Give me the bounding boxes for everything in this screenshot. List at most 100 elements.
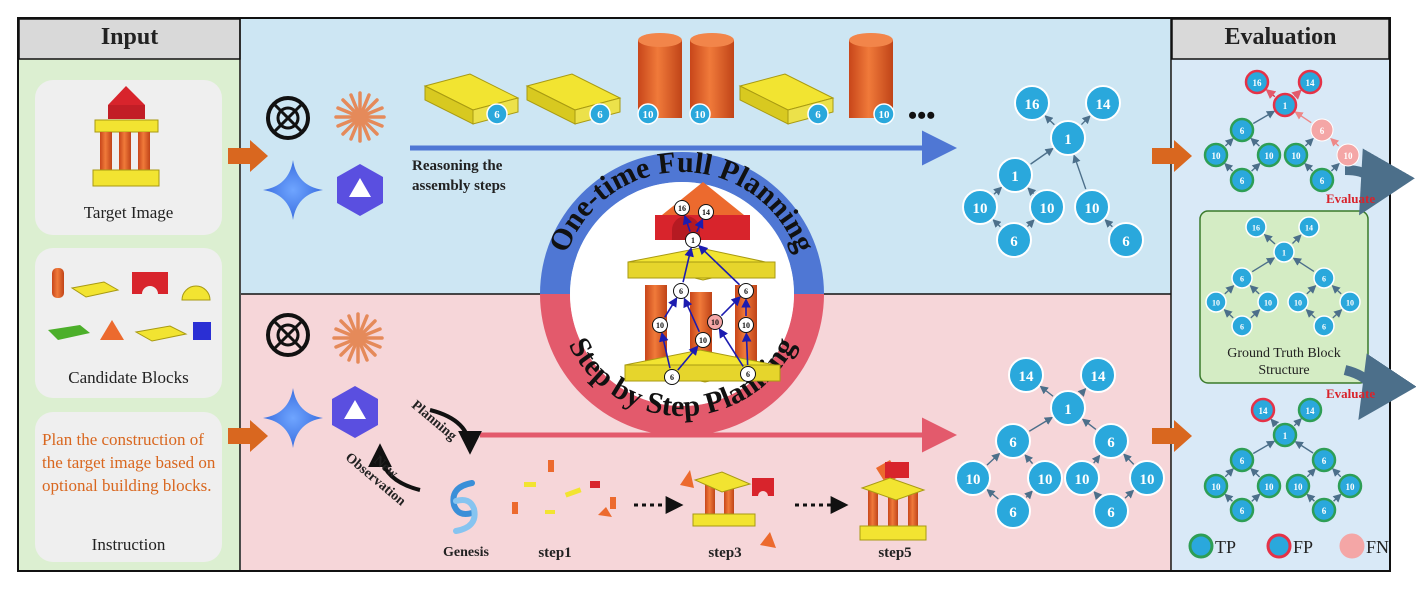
graph-node-label: 10 — [1292, 151, 1302, 161]
graph-node-label: 10 — [1264, 299, 1272, 308]
graph-node — [1336, 143, 1360, 167]
qwen-icon — [337, 164, 383, 216]
graph-edge — [1306, 493, 1316, 503]
graph-node — [1339, 291, 1361, 313]
castle-node-label: 6 — [746, 370, 750, 379]
graph-node — [1311, 497, 1337, 523]
reasoning-label: Reasoning the assembly steps — [412, 158, 506, 194]
graph-node — [1273, 241, 1295, 263]
graph-edge — [1039, 385, 1054, 397]
graph-edge — [1305, 308, 1316, 319]
castle-node — [738, 317, 754, 333]
graph-edge — [1224, 284, 1235, 295]
graph-node-label: 10 — [1265, 482, 1275, 492]
graph-node — [1256, 473, 1282, 499]
graph-edge — [1030, 147, 1054, 165]
graph-edge — [1093, 491, 1103, 501]
graph-node — [1008, 357, 1044, 393]
graph-node — [1272, 422, 1298, 448]
step1-image — [512, 460, 616, 517]
graph-node-label: 6 — [1240, 176, 1245, 186]
graph-edge — [1291, 89, 1302, 100]
graph-node-label: 6 — [1240, 126, 1245, 136]
castle-edge — [682, 246, 694, 283]
graph-node — [995, 493, 1031, 529]
graph-edge — [1091, 454, 1101, 464]
graph-node-label: 14 — [1091, 369, 1107, 385]
graph-edge — [1306, 468, 1316, 478]
graph-edge — [986, 452, 1001, 466]
castle-node-label: 10 — [742, 321, 750, 330]
castle-node — [740, 366, 756, 382]
graph-edge — [1249, 284, 1260, 295]
graph-node — [1313, 267, 1335, 289]
step3-image — [680, 470, 776, 548]
graph-edge — [1024, 454, 1034, 465]
graph-node — [1085, 85, 1121, 121]
graph-node — [1029, 189, 1065, 225]
graph-node — [1272, 92, 1298, 118]
sequence-badge — [589, 103, 611, 125]
graph-edge — [1251, 493, 1261, 503]
graph-node — [1311, 447, 1337, 473]
graph-edge — [1224, 493, 1234, 503]
graph-edge — [1332, 468, 1342, 478]
evaluation-header-box — [1171, 18, 1390, 60]
graph-edge — [1265, 89, 1277, 100]
castle-edge — [659, 331, 671, 369]
graph-node-label: 6 — [1240, 456, 1245, 466]
graph-node — [1229, 447, 1255, 473]
claude-icon-2 — [332, 312, 384, 364]
castle-edge — [698, 244, 741, 286]
graph-node — [1285, 473, 1311, 499]
graph-edge — [1104, 219, 1114, 228]
graph-node — [1129, 460, 1165, 496]
graph-node — [1287, 291, 1309, 313]
graph-node — [1337, 473, 1363, 499]
graph-node-label: 10 — [1294, 299, 1302, 308]
graph-node — [1244, 69, 1270, 95]
candidate-blocks-card — [35, 248, 222, 398]
legend-fn-label: FN — [1366, 537, 1389, 557]
evaluate-label-bottom: Evaluate — [1326, 386, 1376, 401]
observation-arrow — [368, 443, 421, 492]
evaluate-arrow-bottom — [1343, 353, 1416, 420]
legend-fn-marker — [1339, 533, 1365, 559]
graph-edge — [1044, 115, 1055, 126]
castle-node-label: 10 — [699, 336, 707, 345]
eval-arrow-bottom — [1152, 420, 1192, 452]
ground-truth-box — [1199, 210, 1369, 384]
openai-icon-2 — [266, 313, 310, 357]
graph-node-label: 1 — [1283, 431, 1288, 441]
graph-node — [1108, 222, 1144, 258]
graph-node-label: 10 — [1346, 482, 1356, 492]
evaluation-header: Evaluation — [1224, 24, 1337, 50]
graph-edge — [1331, 284, 1342, 295]
graph-node — [1297, 69, 1323, 95]
graph-edge — [1330, 162, 1340, 172]
castle-edge — [683, 297, 701, 333]
graph-node — [1297, 397, 1323, 423]
graph-node-label: 14 — [1019, 369, 1035, 385]
evaluate-label-top: Evaluate — [1326, 191, 1376, 206]
graph-node-label: 16 — [1252, 224, 1260, 233]
castle-node — [695, 332, 711, 348]
graph-edge — [1123, 453, 1135, 465]
graph-node-label: 6 — [1240, 275, 1244, 284]
graph-node-label: 14 — [1259, 406, 1269, 416]
graph-edge — [1077, 387, 1087, 397]
block-sequence — [423, 33, 893, 125]
graph-edge — [1224, 162, 1234, 172]
graph-node — [1050, 390, 1086, 426]
graph-node — [1050, 120, 1086, 156]
graph-edge — [1330, 137, 1340, 147]
graph-node-label: 10 — [1212, 151, 1222, 161]
graph-node-label: 14 — [1305, 224, 1313, 233]
graph-edge — [1224, 137, 1234, 147]
instruction-label: Instruction — [91, 535, 166, 554]
castle-node — [652, 317, 668, 333]
graph-node-label: 6 — [1122, 234, 1130, 250]
legend-tp-label: TP — [1215, 537, 1236, 557]
graph-node-label: 10 — [973, 201, 988, 217]
